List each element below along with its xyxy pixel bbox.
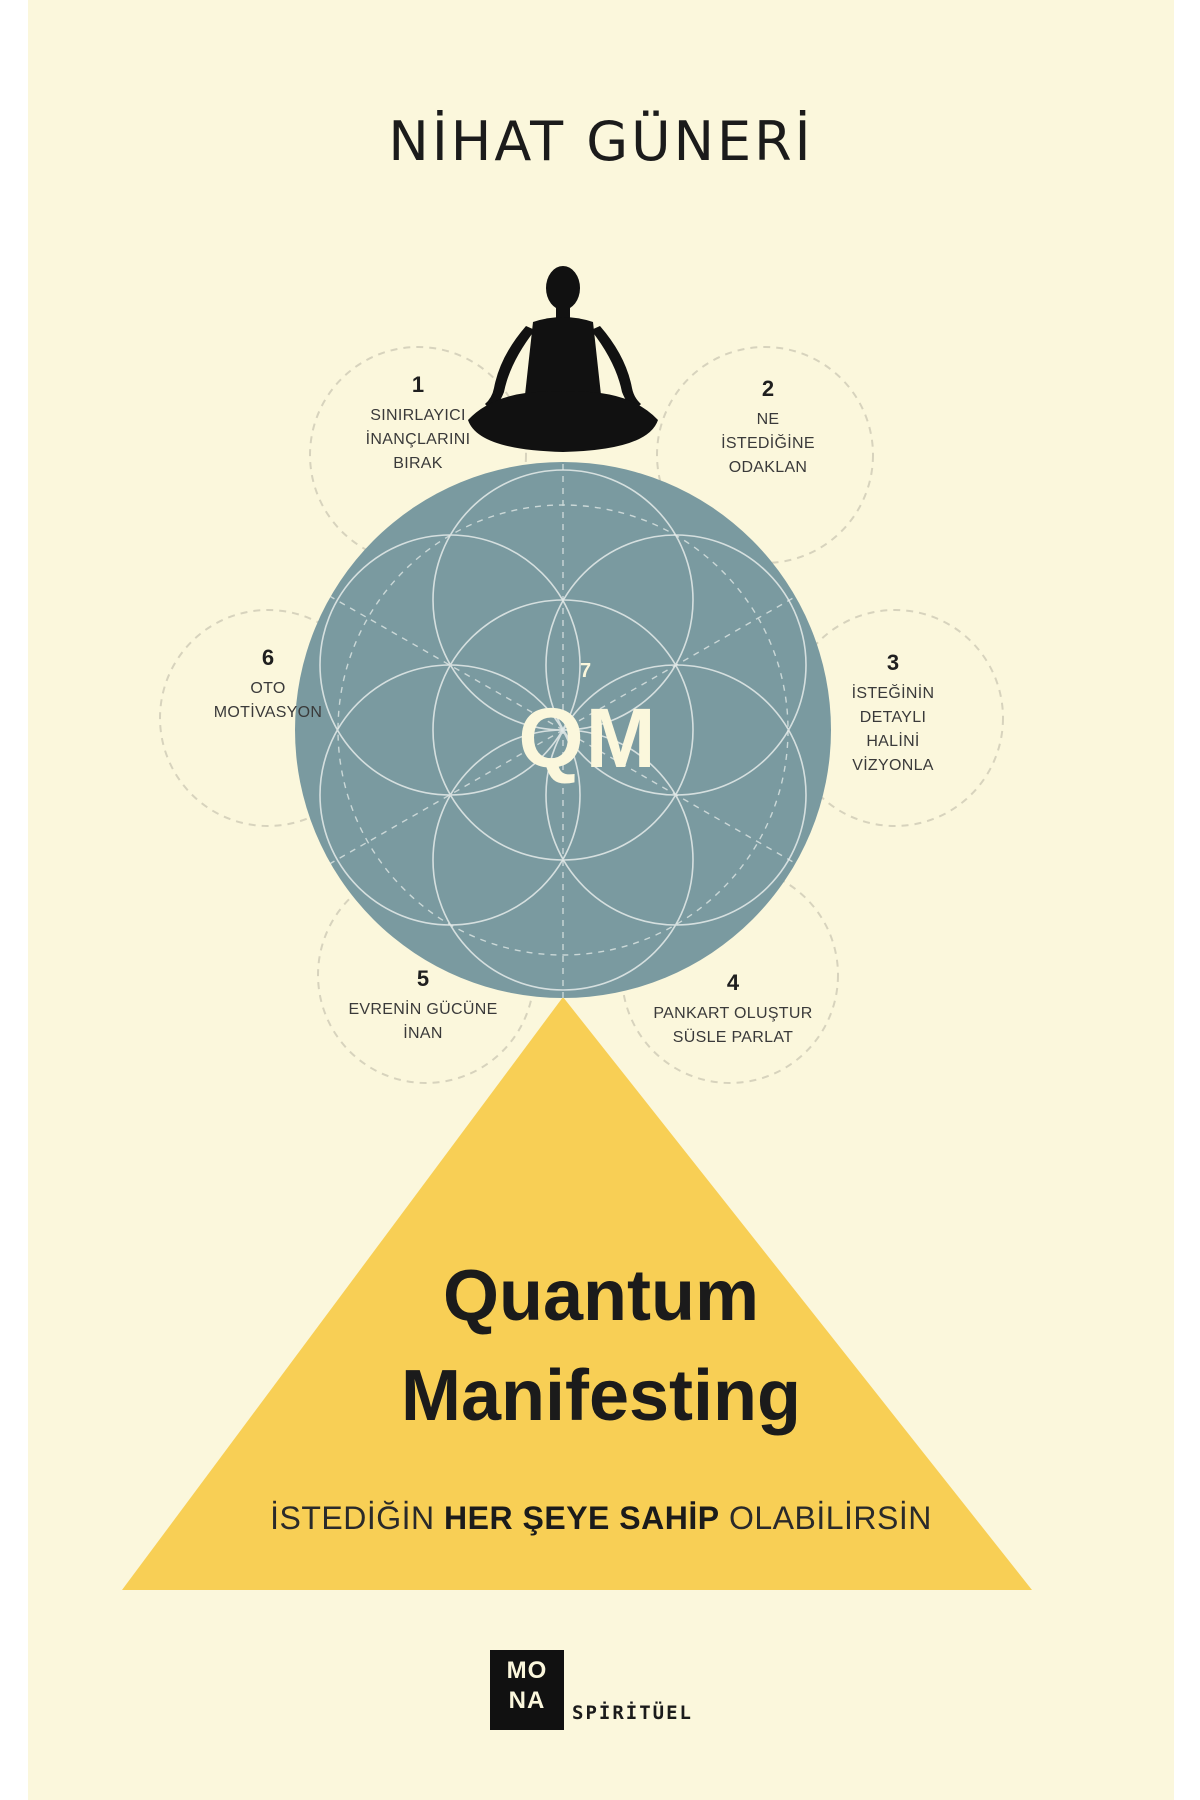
step-1: 1 SINIRLAYICI İNANÇLARINI BIRAK (328, 372, 508, 476)
center-number: 7 (580, 660, 592, 682)
step-4-number: 4 (726, 970, 740, 995)
publisher-logo: MO NA SPİRİTÜEL (490, 1650, 693, 1730)
publisher-imprint: SPİRİTÜEL (572, 1702, 693, 1724)
step-2: 2 NE İSTEDİĞİNE ODAKLAN (693, 376, 843, 480)
subtitle-part-1: İSTEDİĞİN (270, 1500, 445, 1536)
step-3-text: İSTEĞİNİN DETAYLI HALİNİ VİZYONLA (851, 685, 935, 774)
flower-of-life-pattern (297, 462, 829, 998)
step-1-number: 1 (411, 372, 425, 397)
step-6-number: 6 (261, 645, 275, 670)
step-1-text: SINIRLAYICI İNANÇLARINI BIRAK (365, 407, 471, 472)
center-label: QM (518, 691, 658, 785)
title-line-1: Quantum (443, 1256, 759, 1336)
step-5-text: EVRENİN GÜCÜNE İNAN (348, 1001, 498, 1042)
pyramid-shape (122, 997, 1032, 1590)
logo-text-top: MO (506, 1657, 548, 1684)
step-5: 5 EVRENİN GÜCÜNE İNAN (328, 966, 518, 1046)
subtitle: İSTEDİĞİN HER ŞEYE SAHİP OLABİLİRSİN (28, 1500, 1174, 1537)
step-4-text: PANKART OLUŞTUR SÜSLE PARLAT (653, 1005, 813, 1046)
meditating-figure-icon (468, 266, 658, 452)
subtitle-part-2: OLABİLİRSİN (719, 1500, 932, 1536)
cover-illustration (122, 266, 1032, 1590)
author-name: NİHAT GÜNERİ (388, 110, 814, 173)
step-6-text: OTO MOTİVASYON (213, 680, 323, 721)
publisher-logo-box: MO NA (490, 1650, 564, 1730)
step-6: 6 OTO MOTİVASYON (188, 645, 348, 725)
step-2-number: 2 (761, 376, 775, 401)
logo-text-bottom: NA (508, 1687, 546, 1714)
step-3-number: 3 (886, 650, 900, 675)
step-3: 3 İSTEĞİNİN DETAYLI HALİNİ VİZYONLA (818, 650, 968, 778)
step-2-text: NE İSTEDİĞİNE ODAKLAN (721, 411, 815, 476)
step-5-number: 5 (416, 966, 430, 991)
subtitle-bold: HER ŞEYE SAHİP (444, 1500, 720, 1536)
book-cover: NİHAT GÜNERİ (28, 0, 1174, 1800)
title-line-2: Manifesting (400, 1356, 801, 1436)
step-4: 4 PANKART OLUŞTUR SÜSLE PARLAT (628, 970, 838, 1050)
